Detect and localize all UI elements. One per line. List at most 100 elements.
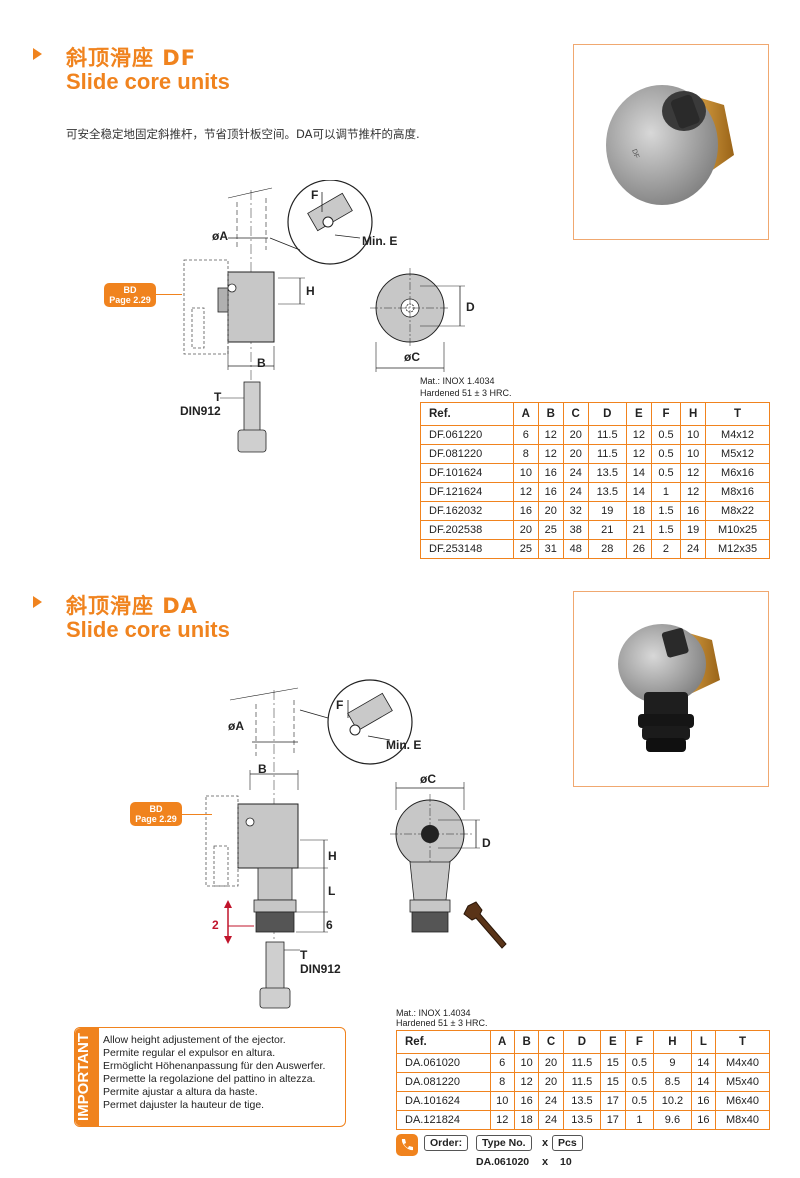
da-dim-c: øC	[420, 772, 436, 786]
df-col-header: B	[537, 402, 564, 426]
df-col-header: D	[587, 402, 627, 426]
df-table-cell: DF.061220	[420, 425, 514, 445]
da-bd-page: Page 2.29	[135, 814, 177, 824]
df-dim-min-e: Min. E	[362, 234, 398, 248]
da-col-header: F	[624, 1030, 655, 1054]
df-table-cell: 19	[680, 520, 707, 540]
da-col-header: A	[489, 1030, 515, 1054]
df-table-cell: 16	[537, 482, 564, 502]
df-table-cell: 0.5	[650, 425, 682, 445]
df-description: 可安全稳定地固定斜推杆，节省顶针板空间。DA可以调节推杆的高度.	[66, 127, 420, 141]
df-table-cell: 25	[512, 539, 539, 559]
da-table-cell: M5x40	[715, 1072, 770, 1092]
df-table-cell: 31	[537, 539, 564, 559]
da-dim-t: T	[300, 948, 308, 962]
df-col-header: C	[562, 402, 589, 426]
df-bd-page-link[interactable]: BD Page 2.29	[104, 283, 156, 307]
da-din-label: DIN912	[300, 962, 341, 976]
da-table-cell: 15	[600, 1053, 626, 1073]
order-example-type: DA.061020	[476, 1156, 530, 1168]
da-table-cell: 11.5	[562, 1053, 602, 1073]
da-col-header: T	[715, 1030, 770, 1054]
da-dim-h: H	[328, 849, 337, 863]
order-pcs-field: Pcs	[552, 1135, 583, 1151]
df-table-cell: 11.5	[587, 425, 627, 445]
da-table-cell: 20	[538, 1053, 564, 1073]
da-bd-leader	[176, 814, 212, 815]
df-table-cell: M6x16	[705, 463, 770, 483]
important-line: Ermöglicht Höhenanpassung für den Auswer…	[103, 1060, 326, 1072]
df-table-cell: 16	[680, 501, 707, 521]
order-type-field: Type No.	[476, 1135, 532, 1151]
da-dim-a: øA	[228, 719, 244, 733]
df-table-cell: DF.081220	[420, 444, 514, 464]
important-line: Permite ajustar a altura da haste.	[103, 1086, 258, 1098]
da-table-cell: 13.5	[562, 1091, 602, 1111]
da-table-cell: 17	[600, 1091, 626, 1111]
da-table-cell: 16	[690, 1091, 717, 1111]
df-table-cell: 38	[562, 520, 589, 540]
da-table-cell: 9	[653, 1053, 692, 1073]
df-table-cell: 21	[587, 520, 627, 540]
df-table-cell: 19	[587, 501, 627, 521]
da-table-cell: 16	[513, 1091, 540, 1111]
da-adjust-2: 2	[212, 918, 219, 932]
df-table-cell: 32	[562, 501, 589, 521]
df-table-cell: 6	[512, 425, 539, 445]
df-table-cell: 12	[680, 482, 707, 502]
da-title-en: Slide core units	[66, 617, 230, 642]
da-table-cell: DA.061020	[396, 1053, 491, 1073]
df-table-cell: DF.162032	[420, 501, 514, 521]
da-table-cell: 17	[600, 1110, 626, 1130]
df-title-en: Slide core units	[66, 69, 230, 94]
important-notice: IMPORTANT Allow height adjustement of th…	[74, 1027, 346, 1127]
da-table-cell: 16	[690, 1110, 717, 1130]
da-table-cell: 20	[538, 1072, 564, 1092]
df-table-cell: 12	[625, 444, 652, 464]
da-table-cell: 24	[538, 1110, 564, 1130]
df-table-cell: 13.5	[587, 463, 627, 483]
df-table-cell: 24	[562, 482, 589, 502]
df-col-header: A	[512, 402, 539, 426]
df-table-cell: 14	[625, 482, 652, 502]
da-hardness: Hardened 51 ± 3 HRC.	[396, 1018, 488, 1028]
df-table-cell: 14	[625, 463, 652, 483]
da-table-cell: 1	[624, 1110, 655, 1130]
da-dim-d: D	[482, 836, 491, 850]
df-table-cell: DF.202538	[420, 520, 514, 540]
df-table-cell: 21	[625, 520, 652, 540]
df-col-header: H	[680, 402, 707, 426]
df-table-cell: DF.121624	[420, 482, 514, 502]
df-table-cell: 12	[680, 463, 707, 483]
da-col-header: H	[653, 1030, 692, 1054]
df-col-header: E	[625, 402, 652, 426]
df-table-cell: 10	[680, 444, 707, 464]
df-table-cell: 12	[537, 425, 564, 445]
order-label: Order:	[424, 1135, 469, 1151]
da-bd-page-link[interactable]: BD Page 2.29	[130, 802, 182, 826]
df-din-label: DIN912	[180, 404, 221, 418]
da-table-cell: 12	[489, 1110, 515, 1130]
df-dim-c: øC	[404, 350, 420, 364]
df-table-cell: 20	[537, 501, 564, 521]
df-table-cell: 25	[537, 520, 564, 540]
svg-text:DF: DF	[630, 148, 640, 159]
important-line: Permette la regolazione del pattino in a…	[103, 1073, 316, 1085]
df-table-cell: 12	[625, 425, 652, 445]
section-bullet-icon	[33, 596, 42, 608]
da-technical-drawing	[205, 679, 480, 1009]
df-table-cell: 12	[537, 444, 564, 464]
df-dim-h: H	[306, 284, 315, 298]
df-table-cell: 20	[562, 425, 589, 445]
important-side-label: IMPORTANT	[75, 1028, 99, 1126]
df-table-cell: DF.101624	[420, 463, 514, 483]
da-material: Mat.: INOX 1.4034	[396, 1008, 471, 1018]
da-table-cell: 8	[489, 1072, 515, 1092]
da-table-cell: 10.2	[653, 1091, 692, 1111]
df-table-cell: M12x35	[705, 539, 770, 559]
